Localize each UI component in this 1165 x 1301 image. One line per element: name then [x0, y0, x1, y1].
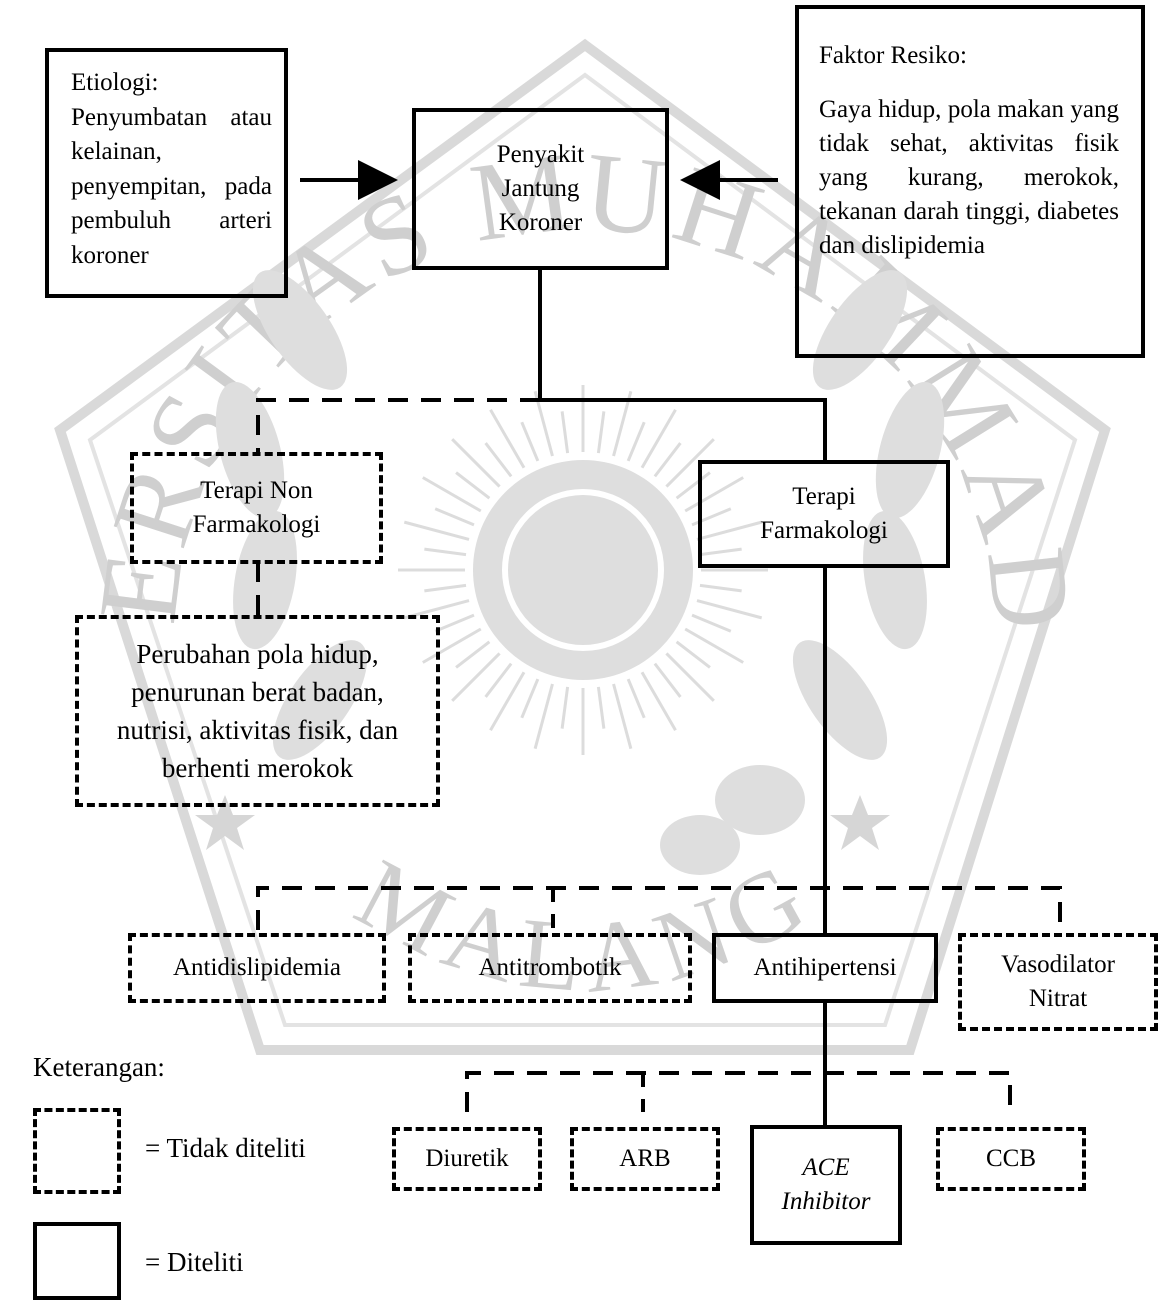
seal-stars: [195, 795, 890, 850]
legend-not-studied-label: = Tidak diteliti: [145, 1133, 306, 1163]
antihipertensi-box: Antihipertensi: [712, 933, 938, 1003]
penyakit-jantung-koroner-label: Penyakit Jantung Koroner: [496, 141, 585, 236]
seal-ray: [596, 411, 606, 454]
non-farmakologi-detail-text: Perubahan pola hidup, penurunan berat ba…: [116, 639, 399, 783]
seal-ray: [434, 613, 475, 633]
seal-ray: [665, 652, 715, 702]
seal-ray: [422, 627, 482, 664]
etiologi-box: Etiologi: Penyumbatan atau kelainan, pen…: [45, 48, 288, 298]
seal-olive-branches: [215, 270, 945, 875]
seal-ray: [422, 476, 482, 513]
antihipertensi-label: Antihipertensi: [753, 954, 897, 981]
seal-pentagon-outer: [54, 38, 1111, 1055]
seal-ray: [640, 671, 677, 731]
seal-ray: [696, 599, 763, 620]
seal-ray: [675, 471, 711, 500]
seal-ray: [696, 520, 763, 541]
seal-ray: [403, 599, 470, 620]
seal-ray: [640, 409, 677, 469]
seal-ray: [699, 583, 742, 593]
seal-ray: [424, 583, 467, 593]
legend-studied-label: = Diteliti: [145, 1247, 244, 1277]
ccb-box: CCB: [936, 1127, 1086, 1191]
seal-ray: [653, 662, 682, 698]
seal-pentagon-inner: [87, 72, 1078, 1027]
seal-ray: [560, 686, 570, 729]
seal-ray: [484, 662, 513, 698]
seal-ray: [434, 507, 475, 527]
seal-ray: [675, 640, 711, 669]
vasodilator-nitrat-box: Vasodilator Nitrat: [958, 933, 1158, 1031]
terapi-farmakologi-box: Terapi Farmakologi: [698, 460, 950, 568]
seal-ray: [596, 686, 606, 729]
seal-ray: [489, 409, 526, 469]
seal-sun-rays: [398, 385, 768, 755]
seal-ray: [451, 438, 501, 488]
seal-ray: [612, 390, 633, 457]
antidislipidemia-box: Antidislipidemia: [128, 933, 386, 1003]
seal-ray: [455, 640, 491, 669]
line-branch-drug-classes: [256, 886, 1062, 930]
arb-label: ARB: [619, 1145, 671, 1172]
seal-ray: [626, 421, 646, 462]
seal-ray: [520, 678, 540, 719]
seal-ray: [520, 421, 540, 462]
line-pjk-to-nonfarmakologi: [256, 398, 540, 452]
seal-ray: [691, 613, 732, 633]
antitrombotik-box: Antitrombotik: [408, 933, 692, 1003]
seal-ray: [424, 547, 467, 557]
terapi-non-farmakologi-label: Terapi Non Farmakologi: [192, 477, 321, 538]
seal-ray: [665, 438, 715, 488]
diuretik-box: Diuretik: [392, 1127, 542, 1191]
etiologi-title: Etiologi:: [71, 69, 159, 96]
legend-title: Keterangan:: [33, 1052, 165, 1082]
seal-ray: [455, 471, 491, 500]
antitrombotik-label: Antitrombotik: [478, 954, 622, 981]
terapi-non-farmakologi-box: Terapi Non Farmakologi: [130, 452, 383, 564]
seal-ray: [612, 683, 633, 750]
seal-ray: [684, 627, 744, 664]
ace-inhibitor-box: ACE Inhibitor: [750, 1125, 902, 1245]
penyakit-jantung-koroner-box: Penyakit Jantung Koroner: [412, 108, 669, 270]
seal-ray: [489, 671, 526, 731]
legend-dashed-swatch: [33, 1108, 121, 1194]
etiologi-text: Penyumbatan atau kelainan, penyempitan, …: [71, 103, 272, 269]
seal-ray: [699, 547, 742, 557]
non-farmakologi-detail-box: Perubahan pola hidup, penurunan berat ba…: [75, 615, 440, 807]
diuretik-label: Diuretik: [425, 1145, 509, 1172]
legend-solid-swatch: [33, 1222, 121, 1300]
seal-ray: [484, 442, 513, 478]
seal-ray: [403, 520, 470, 541]
seal-ray: [653, 442, 682, 478]
antidislipidemia-label: Antidislipidemia: [172, 954, 342, 981]
terapi-farmakologi-label: Terapi Farmakologi: [760, 483, 888, 544]
vasodilator-nitrat-label: Vasodilator Nitrat: [1001, 951, 1115, 1012]
faktor-resiko-box: Faktor Resiko: Gaya hidup, pola makan ya…: [795, 5, 1145, 358]
seal-ray: [533, 390, 554, 457]
seal-ray: [560, 411, 570, 454]
faktor-resiko-title: Faktor Resiko:: [819, 42, 967, 69]
seal-ray: [684, 476, 744, 513]
seal-ray: [451, 652, 501, 702]
seal-ray: [626, 678, 646, 719]
line-pjk-to-farmakologi: [538, 268, 827, 460]
line-branch-antihipertensi-subclasses: [465, 1071, 1012, 1112]
arb-box: ARB: [570, 1127, 720, 1191]
ccb-label: CCB: [985, 1145, 1037, 1172]
seal-ray: [533, 683, 554, 750]
faktor-resiko-text: Gaya hidup, pola makan yang tidak sehat,…: [819, 96, 1119, 259]
ace-inhibitor-label: ACE Inhibitor: [781, 1154, 871, 1215]
